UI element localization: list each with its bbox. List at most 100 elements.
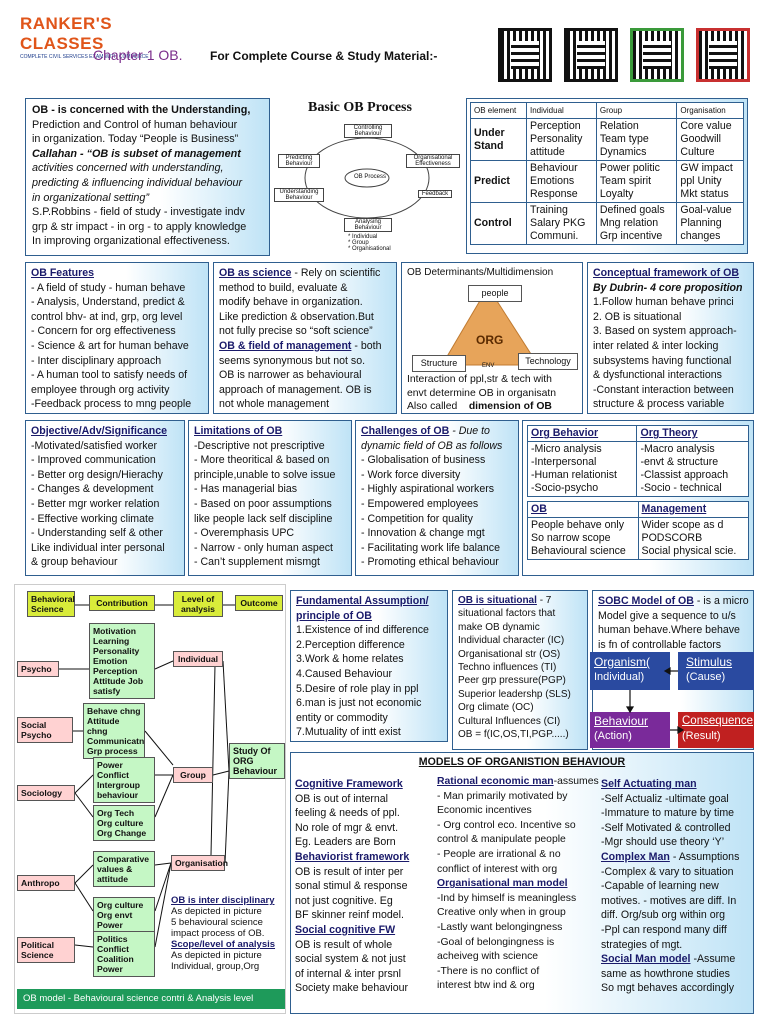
definition-line: in organizational setting” <box>32 191 150 204</box>
situational-line: situational factors that <box>458 608 556 620</box>
science-line: modify behave in organization. <box>219 296 363 309</box>
social-psycho-discipline: Social Psycho <box>17 717 73 743</box>
situational-line: Techno influences (TI) <box>458 662 557 674</box>
sociology-contributions: Power Conflict Intergroup behaviour <box>93 757 155 803</box>
limitation-line: - Has managerial bias <box>194 483 298 496</box>
model-footer: OB model - Behavioural science contri & … <box>17 989 285 1009</box>
models-column: Cognitive Framework OB is out of interna… <box>295 778 410 995</box>
section-heading: Objective/Adv/Significance <box>31 425 167 437</box>
chapter-title: Chapter 1 OB. <box>93 47 183 63</box>
situational-line: Cultural Influences (CI) <box>458 715 561 727</box>
determinant-line: Also called <box>407 401 458 412</box>
sobc-line: is fn of controllable factors <box>598 638 722 651</box>
limitation-line: - Overemphasis UPC <box>194 527 295 540</box>
logo-tagline: COMPLETE CIVIL SERVICES EXAM WITH COMMER… <box>20 54 149 60</box>
level-header: Level of analysis <box>173 591 223 617</box>
conceptual-line: -Constant interaction between <box>593 383 734 396</box>
sobc-consequence: Consequence(Result) <box>678 712 754 748</box>
situational-line: Superior leadershp (SLS) <box>458 688 571 700</box>
feature-line: - Concern for org effectiveness <box>31 325 176 338</box>
psycho-discipline: Psycho <box>17 661 59 677</box>
determinant-bold: dimension of OB <box>468 401 552 412</box>
science-line: not fully precise so “soft science” <box>219 325 373 338</box>
anthropo-contributions: Comparative values & attitude <box>93 851 155 887</box>
qr-code-icon[interactable] <box>696 28 750 82</box>
challenges-note: - Due to <box>452 425 490 437</box>
logo-brand: RANKER'S CLASSES <box>20 14 113 53</box>
situational-line: Organisational str (OS) <box>458 648 561 660</box>
assumption-line: entity or commodity <box>296 711 388 724</box>
assumption-box: Fundamental Assumption/ principle of OB … <box>290 590 448 742</box>
individual-level: Individual <box>173 651 223 667</box>
ob-determinants-box: OB Determinants/Multidimension people OR… <box>401 262 583 414</box>
objective-line: - Better org design/Hierachy <box>31 468 163 481</box>
anthropo-contributions-2: Org culture Org envt Power <box>93 897 155 933</box>
definition-line: Prediction and Control of human behaviou… <box>32 118 238 131</box>
challenge-line: - Promoting ethical behaviour <box>361 556 499 569</box>
qr-code-icon[interactable] <box>630 28 684 82</box>
study-of-org-behaviour: Study Of ORG Behaviour <box>229 743 285 779</box>
determinant-line: envt determine OB in organisatn <box>407 387 557 399</box>
science-line: Like prediction & observation.But <box>219 310 374 323</box>
management-line: OB is narrower as behavioural <box>219 369 362 382</box>
determinant-env-label: ENV <box>482 363 495 369</box>
limitation-line: - Based on poor assumptions <box>194 497 332 510</box>
group-level: Group <box>173 767 213 783</box>
assumption-line: 6.man is just not economic <box>296 697 422 710</box>
sobc-behaviour: Behaviour(Action) <box>590 712 670 748</box>
section-heading: Conceptual framework of OB <box>593 267 739 279</box>
qr-code-icon[interactable] <box>564 28 618 82</box>
assumption-line: 2.Perception difference <box>296 638 405 651</box>
ob-features-box: OB Features - A field of study - human b… <box>25 262 209 414</box>
situational-line: Peer grp pressure(PGP) <box>458 675 566 687</box>
process-center: OB Process <box>354 174 387 180</box>
determinant-people: people <box>468 285 522 302</box>
challenge-line: - Work force diversity <box>361 468 461 481</box>
process-level-group: * Group <box>348 240 369 246</box>
section-heading: OB Determinants/Multidimension <box>407 267 554 278</box>
conceptual-line: subsystems having functional <box>593 354 732 367</box>
table-header: Org Theory <box>636 425 749 442</box>
situational-line: OB = f(IC,OS,TI,PGP.....) <box>458 729 569 741</box>
determinant-line: Interaction of ppl,str & tech with <box>407 374 552 385</box>
feature-line: control bhv- at ind, grp, org level <box>31 310 183 323</box>
objective-line: & group behaviour <box>31 556 118 569</box>
management-line: seems synonymous but not so. <box>219 354 366 367</box>
limitation-line: -Descriptive not prescriptive <box>194 439 325 452</box>
limitation-line: like people lack self discipline <box>194 512 333 525</box>
behavioral-science-header: Behavioral Science <box>27 591 75 617</box>
ob-model-diagram: Behavioral Science Contribution Level of… <box>14 584 286 1014</box>
table-header: Org Behavior <box>526 425 638 442</box>
sociology-discipline: Sociology <box>17 785 75 801</box>
challenge-line: - Globalisation of business <box>361 454 486 467</box>
section-heading: Challenges of OB <box>361 425 450 437</box>
assumption-line: 7.Mutuality of intt exist <box>296 726 401 739</box>
row-label: Under Stand <box>470 118 527 161</box>
qr-code-icon[interactable] <box>498 28 552 82</box>
row-label: Control <box>470 202 527 245</box>
definition-line: In improving organizational effectivenes… <box>32 235 230 248</box>
row-label: Predict <box>470 160 527 203</box>
table-row: -Micro analysis-Interpersonal-Human rela… <box>526 441 749 497</box>
conceptual-line: & dysfunctional interactions <box>593 369 722 382</box>
organisation-level: Organisation <box>171 855 228 871</box>
ob-element-table-wrapper: OB element Individual Group Organisation… <box>466 98 748 254</box>
feature-line: -Feedback process to mng people <box>31 398 192 411</box>
assumption-line: 5.Desire of role play in ppl <box>296 682 419 695</box>
table-header: Group <box>595 102 678 119</box>
objective-line: - Improved communication <box>31 454 156 467</box>
process-level-org: * Organisational <box>348 246 391 252</box>
process-node-predicting: Predicting Behaviour <box>278 154 320 168</box>
limitations-box: Limitations of OB -Descriptive not presc… <box>188 420 352 576</box>
definition-line: Callahan - “OB is subset of management <box>32 147 241 160</box>
process-node-effectiveness: Organisational Effectiveness <box>406 154 460 168</box>
